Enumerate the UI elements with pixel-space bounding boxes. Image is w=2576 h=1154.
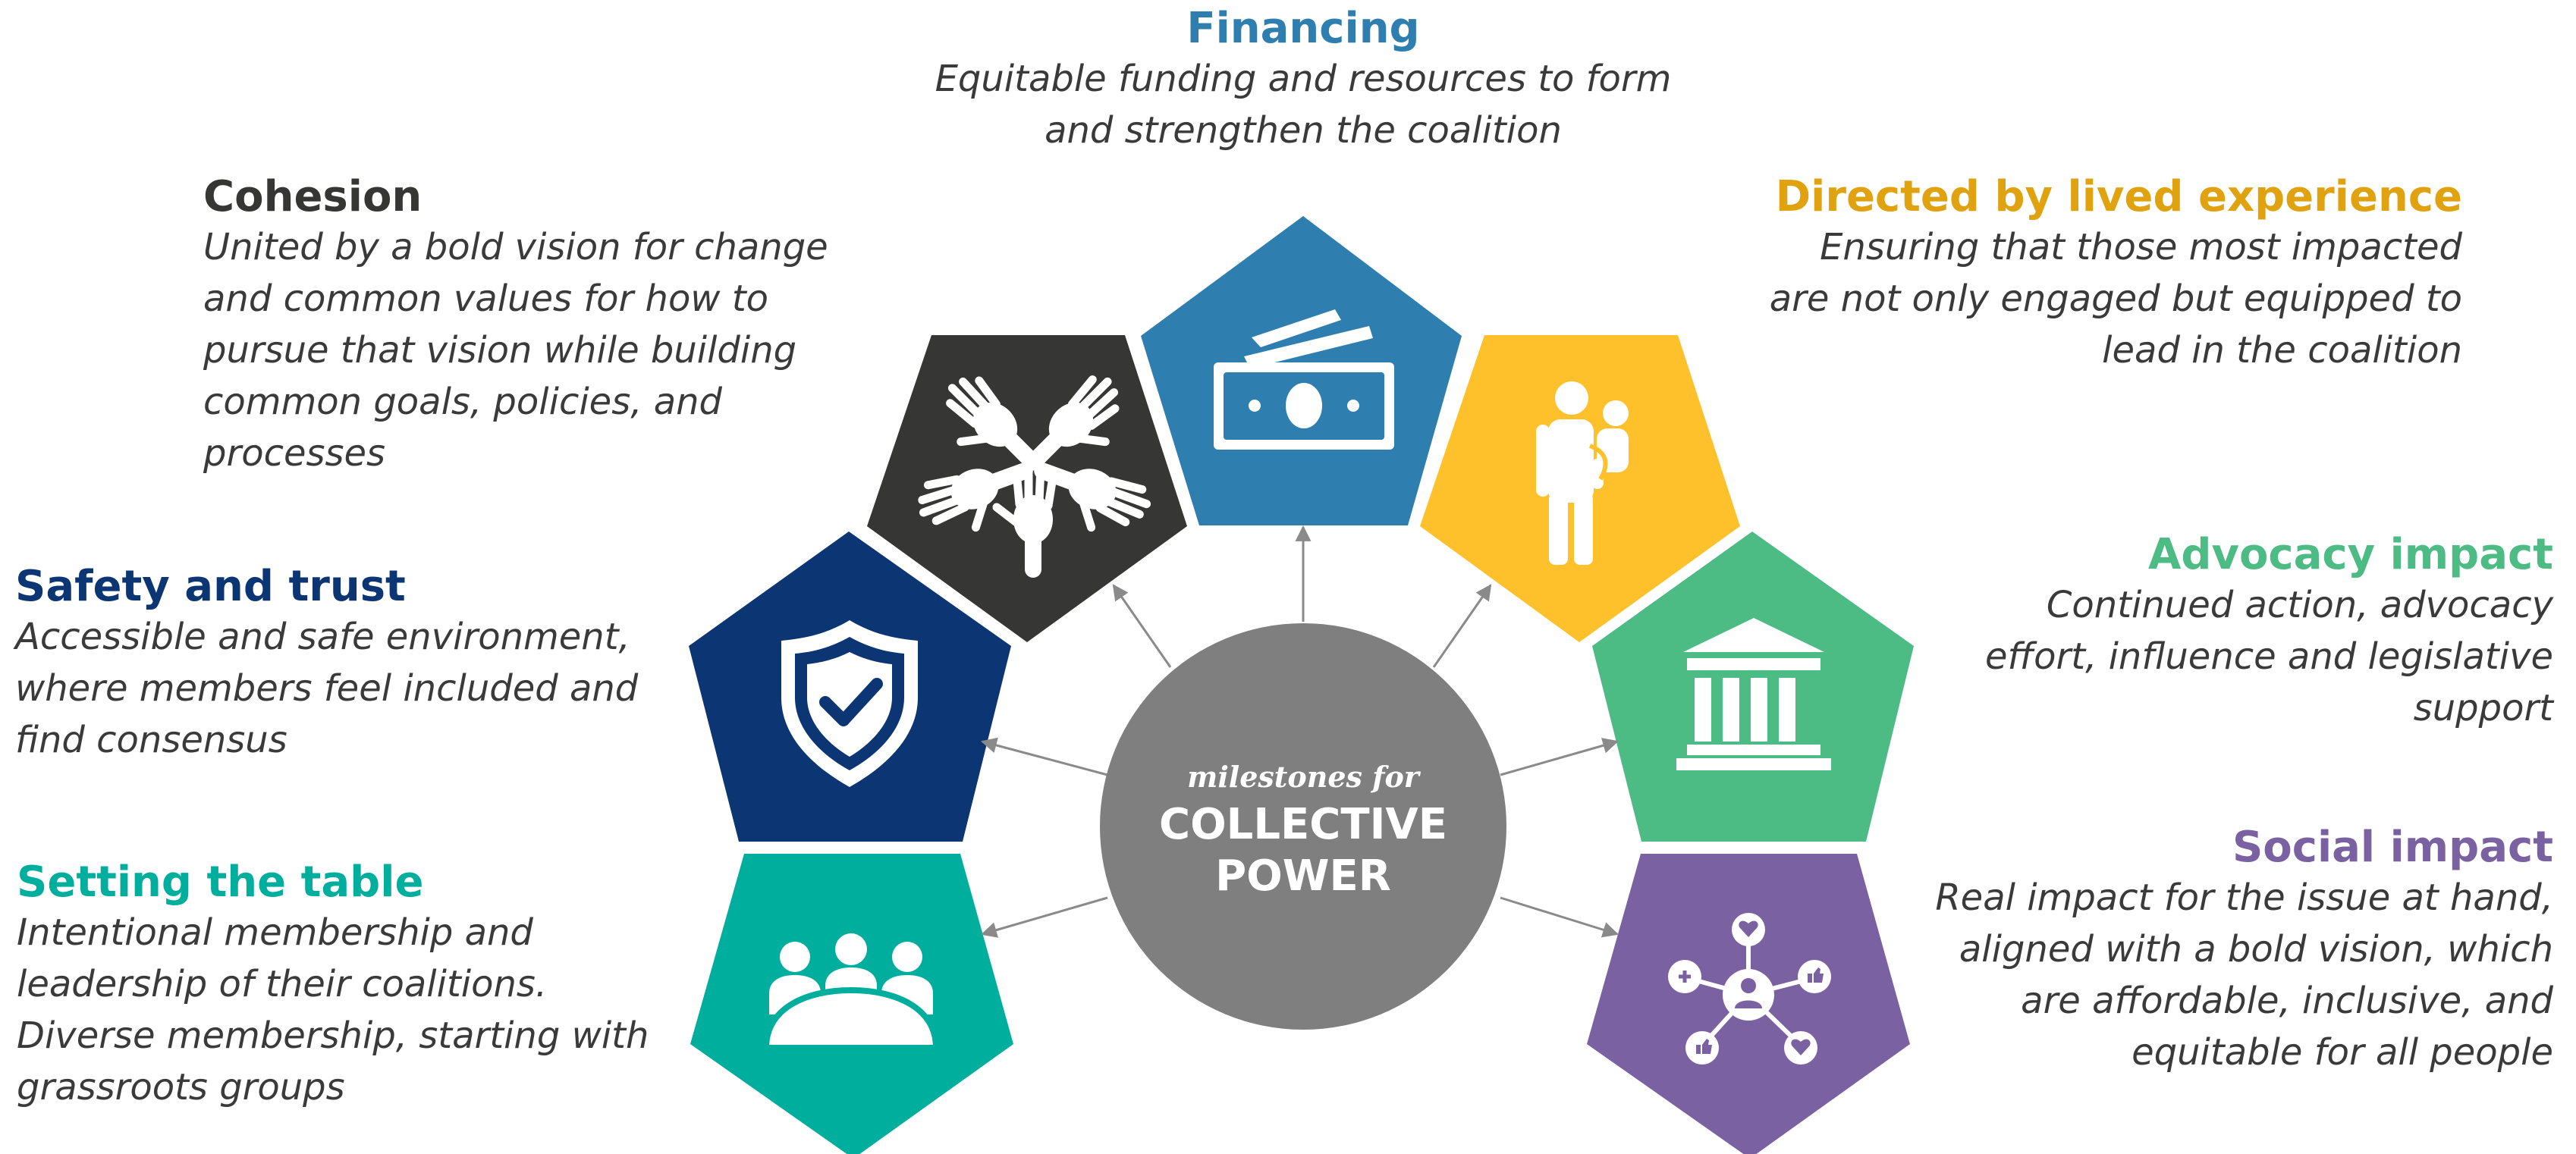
advocacy-line: support	[2413, 687, 2553, 729]
social-block: Social impact Real impact for the issue …	[1919, 823, 2553, 1078]
hands-icon	[918, 375, 1151, 578]
lived-block: Directed by lived experience Ensuring th…	[1722, 173, 2462, 376]
social-title: Social impact	[2232, 823, 2553, 872]
advocacy-line: effort, influence and legislative	[1984, 635, 2553, 678]
cohesion-line: United by a bold vision for change	[203, 226, 828, 268]
center-title-line2: POWER	[1215, 851, 1391, 901]
hand-top-right	[1025, 375, 1120, 471]
arrow-safety	[980, 737, 1108, 776]
lived-title: Directed by lived experience	[1775, 172, 2462, 221]
parent-child-icon	[1536, 381, 1629, 565]
cohesion-line: and common values for how to	[203, 278, 769, 320]
cohesion-description: United by a bold vision for change and c…	[203, 221, 856, 479]
arrows	[980, 525, 1619, 938]
social-line: Real impact for the issue at hand,	[1935, 876, 2553, 919]
center-circle	[1100, 623, 1506, 1030]
table-line: leadership of their coalitions.	[17, 963, 548, 1005]
advocacy-line: Continued action, advocacy	[2046, 584, 2553, 626]
arrow-table	[980, 896, 1108, 938]
financing-line: and strengthen the coalition	[1045, 109, 1562, 152]
safety-description: Accessible and safe environment, where m…	[15, 611, 668, 766]
network-icon	[1668, 913, 1831, 1065]
safety-block: Safety and trust Accessible and safe env…	[15, 563, 668, 766]
table-title: Setting the table	[17, 858, 424, 907]
lived-description: Ensuring that those most impacted are no…	[1722, 221, 2462, 376]
building-icon	[1676, 618, 1831, 770]
table-line: Diverse membership, starting with	[17, 1014, 649, 1057]
cohesion-title: Cohesion	[203, 172, 423, 221]
arrow-advocacy	[1500, 738, 1619, 776]
table-line: grassroots groups	[17, 1066, 345, 1109]
lived-line: Ensuring that those most impacted	[1820, 226, 2462, 268]
advocacy-description: Continued action, advocacy effort, influ…	[1919, 579, 2553, 734]
center-script-text: milestones for	[1187, 760, 1422, 794]
advocacy-title: Advocacy impact	[2148, 530, 2553, 579]
money-icon	[1214, 309, 1394, 450]
cohesion-line: processes	[203, 432, 386, 475]
shield-check-icon	[781, 620, 918, 787]
table-description: Intentional membership and leadership of…	[17, 907, 677, 1113]
table-block: Setting the table Intentional membership…	[17, 858, 677, 1113]
social-line: equitable for all people	[2131, 1031, 2553, 1074]
safety-line: where members feel included and	[15, 667, 639, 710]
hand-right	[1034, 463, 1151, 532]
lived-line: lead in the coalition	[2102, 329, 2462, 372]
safety-line: find consensus	[15, 719, 287, 761]
financing-description: Equitable funding and resources to form …	[895, 53, 1711, 156]
center-title-line1: COLLECTIVE	[1159, 800, 1447, 849]
safety-title: Safety and trust	[15, 562, 406, 611]
table-line: Intentional membership and	[17, 911, 533, 954]
hand-bottom	[992, 459, 1057, 578]
financing-line: Equitable funding and resources to form	[935, 58, 1672, 100]
hand-left	[918, 463, 1033, 532]
hand-top-left	[946, 376, 1041, 471]
arrow-cohesion	[1112, 584, 1172, 668]
social-line: aligned with a bold vision, which	[1959, 928, 2553, 971]
cohesion-line: pursue that vision while building	[203, 329, 797, 372]
cohesion-line: common goals, policies, and	[203, 381, 723, 423]
cohesion-block: Cohesion United by a bold vision for cha…	[203, 173, 856, 479]
social-description: Real impact for the issue at hand, align…	[1919, 872, 2553, 1078]
lived-line: are not only engaged but equipped to	[1769, 278, 2462, 320]
safety-line: Accessible and safe environment,	[15, 616, 630, 658]
financing-block: Financing Equitable funding and resource…	[895, 5, 1711, 156]
arrow-lived	[1432, 584, 1492, 668]
social-line: are affordable, inclusive, and	[2021, 980, 2553, 1022]
arrow-social	[1500, 896, 1619, 938]
advocacy-block: Advocacy impact Continued action, advoca…	[1919, 531, 2553, 734]
meeting-table-icon	[762, 933, 940, 1051]
financing-title: Financing	[1186, 4, 1420, 53]
